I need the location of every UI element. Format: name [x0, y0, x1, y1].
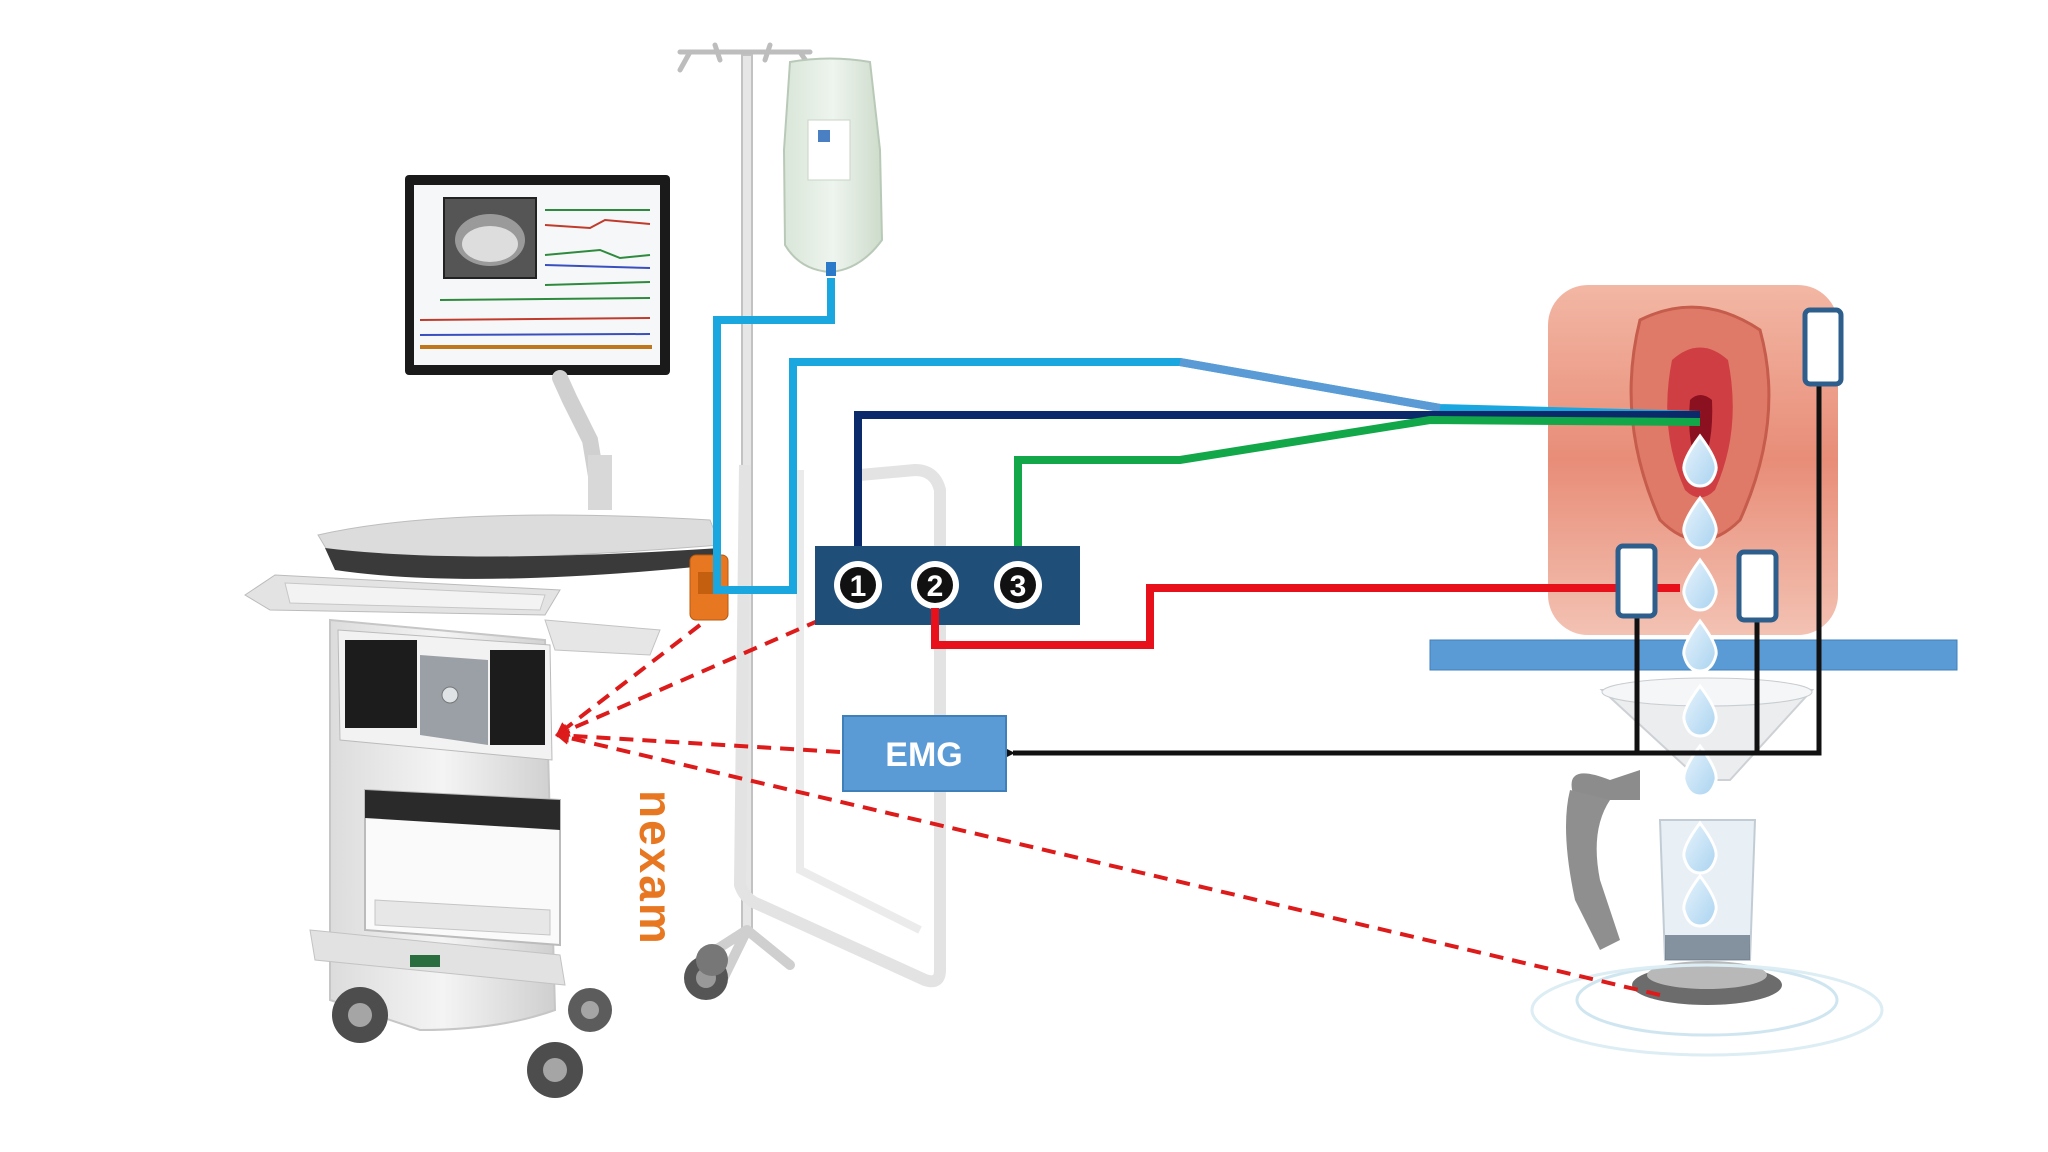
drop [1682, 618, 1718, 673]
dashed-line-1 [555, 623, 702, 737]
line-iv-to-pump [713, 278, 835, 594]
emg-electrodes [1615, 307, 1844, 623]
channel-1: 1 [834, 561, 882, 609]
electrode-right [1736, 549, 1779, 623]
connection-lines [555, 278, 1822, 997]
drop [1682, 557, 1718, 612]
channel-3-number: 3 [1010, 570, 1027, 603]
dashed-line-4 [555, 730, 1661, 997]
drop [1682, 743, 1718, 798]
line-dark-blue-catheter [854, 411, 1700, 570]
emg-label: EMG [885, 736, 962, 774]
drop [1682, 873, 1718, 928]
cart-wheels [332, 987, 612, 1098]
drop [1682, 683, 1718, 738]
drop [1682, 820, 1718, 875]
transducer-channel-box: 1 2 3 [815, 546, 1080, 645]
channel-3: 3 [994, 561, 1042, 609]
channel-1-number: 1 [850, 570, 867, 603]
channel-2-number: 2 [927, 570, 944, 603]
line-black-emg [1003, 384, 1822, 759]
dashed-line-2 [555, 618, 821, 737]
cart-brand-label: nexam [630, 790, 682, 946]
uroflow-frame [734, 464, 946, 988]
line-green-catheter [1014, 415, 1701, 575]
drop [1682, 433, 1718, 488]
line-light-blue-catheter [728, 358, 1701, 594]
emg-box: EMG [842, 715, 1007, 792]
electrode-right-top [1802, 307, 1844, 387]
uroflowmeter [1530, 677, 1884, 1057]
electrode-left [1615, 543, 1658, 619]
channel-2: 2 [911, 561, 959, 609]
urine-drops [1682, 433, 1718, 928]
dashed-line-3 [555, 728, 841, 754]
iv-bag [782, 57, 884, 276]
drop [1682, 495, 1718, 550]
nexam-cart: nexam [244, 175, 729, 1098]
